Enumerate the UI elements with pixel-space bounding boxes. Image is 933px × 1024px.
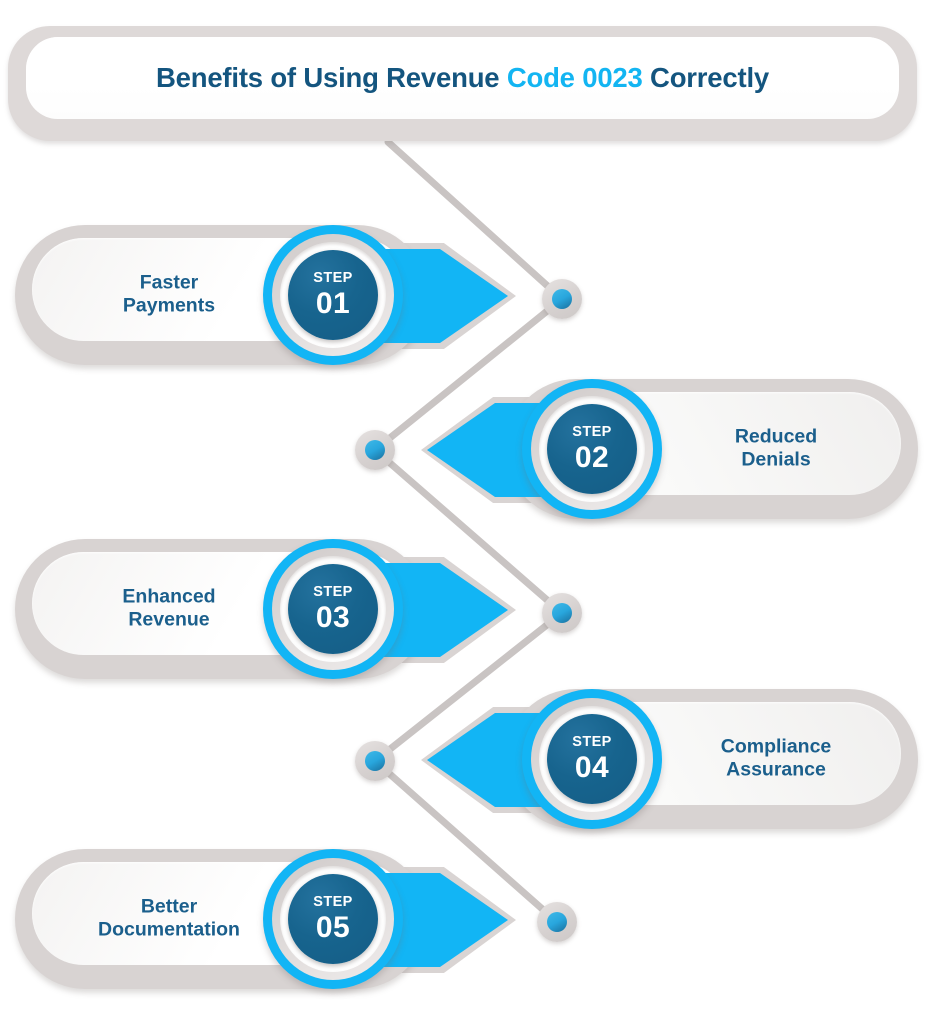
badge-disc-03: STEP 03 bbox=[288, 564, 378, 654]
step-card-04[interactable]: Compliance Assurance STEP 04 bbox=[337, 675, 925, 843]
badge-step-number-01: 01 bbox=[315, 286, 351, 320]
step-badge-04: STEP 04 bbox=[522, 689, 662, 829]
badge-step-word-03: STEP bbox=[313, 584, 353, 601]
title-prefix: Benefits of Using Revenue bbox=[155, 62, 507, 93]
title-banner: Benefits of Using Revenue Code 0023 Corr… bbox=[8, 26, 917, 141]
step-card-02[interactable]: Reduced Denials STEP 02 bbox=[337, 365, 925, 533]
badge-step-number-04: 04 bbox=[574, 750, 610, 784]
title-suffix: Correctly bbox=[642, 62, 769, 93]
badge-step-number-05: 05 bbox=[315, 910, 351, 944]
badge-disc-04: STEP 04 bbox=[547, 714, 637, 804]
step-label-02: Reduced Denials bbox=[734, 425, 818, 471]
step-card-03[interactable]: Enhanced Revenue STEP 03 bbox=[8, 525, 596, 693]
title-banner-inner: Benefits of Using Revenue Code 0023 Corr… bbox=[26, 37, 899, 119]
badge-disc-01: STEP 01 bbox=[288, 250, 378, 340]
badge-disc-05: STEP 05 bbox=[288, 874, 378, 964]
badge-step-number-02: 02 bbox=[574, 440, 610, 474]
step-badge-01: STEP 01 bbox=[263, 225, 403, 365]
title-highlight: Code 0023 bbox=[506, 62, 643, 93]
page-title: Benefits of Using Revenue Code 0023 Corr… bbox=[156, 62, 769, 94]
step-badge-03: STEP 03 bbox=[263, 539, 403, 679]
badge-step-number-03: 03 bbox=[315, 600, 351, 634]
badge-step-word-02: STEP bbox=[572, 424, 612, 441]
badge-disc-02: STEP 02 bbox=[547, 404, 637, 494]
step-label-04: Compliance Assurance bbox=[720, 735, 832, 781]
step-badge-05: STEP 05 bbox=[263, 849, 403, 989]
badge-step-word-05: STEP bbox=[313, 894, 353, 911]
badge-step-word-01: STEP bbox=[313, 270, 353, 287]
step-badge-02: STEP 02 bbox=[522, 379, 662, 519]
badge-step-word-04: STEP bbox=[572, 734, 612, 751]
step-label-03: Enhanced Revenue bbox=[122, 585, 216, 631]
step-card-01[interactable]: Faster Payments STEP 01 bbox=[8, 211, 596, 379]
step-label-05: Better Documentation bbox=[98, 895, 240, 941]
step-card-05[interactable]: Better Documentation STEP 05 bbox=[8, 835, 596, 1003]
step-label-01: Faster Payments bbox=[122, 271, 216, 317]
